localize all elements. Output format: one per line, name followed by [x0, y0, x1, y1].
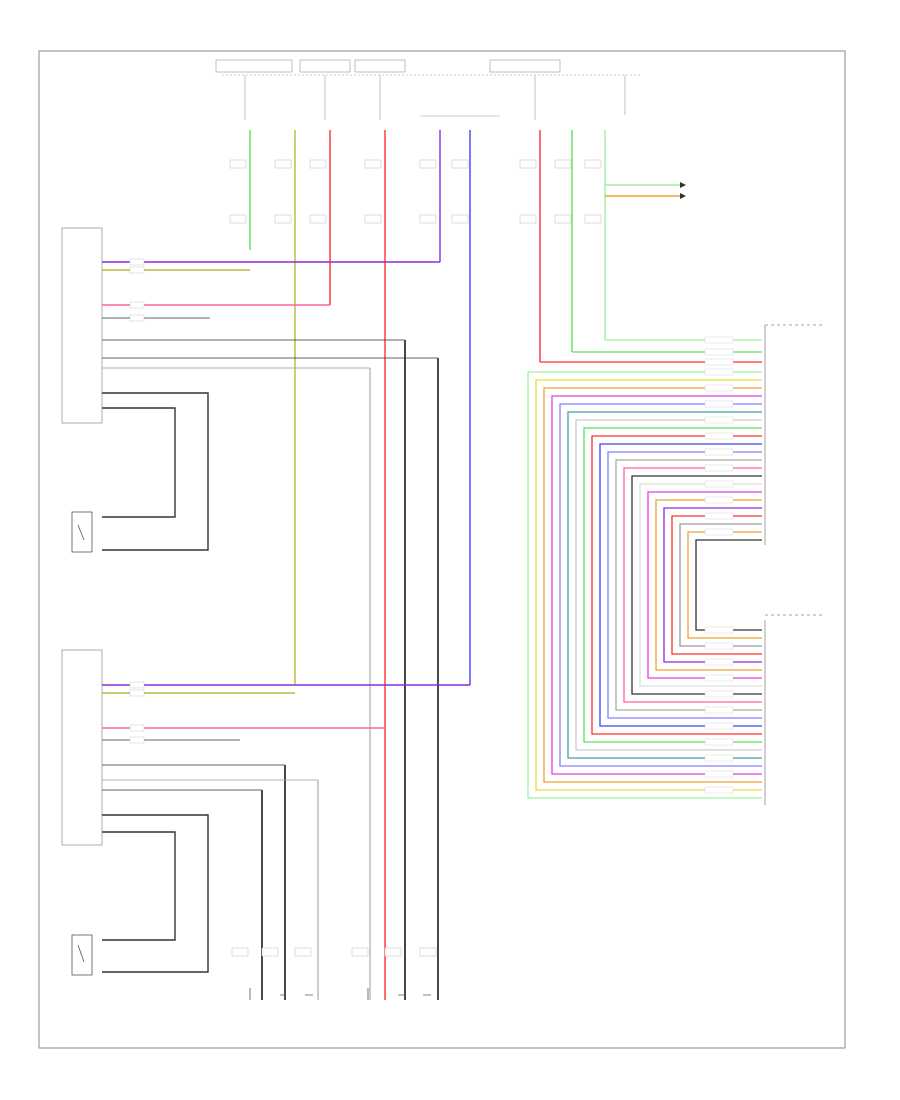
driver-seat-wires: [102, 684, 470, 1000]
diagram-frame: [38, 50, 846, 1049]
passenger-seat-wires: [102, 261, 440, 1000]
passenger-seat-sensor-connector: [351, 947, 437, 957]
top-connectors: [229, 159, 602, 224]
switch-symbol-icon: [71, 511, 93, 553]
switch-symbol-icon: [71, 934, 93, 976]
right-harness-wires: [527, 339, 762, 799]
passenger-seat-switch-module: [61, 227, 103, 424]
inline-connectors: [129, 258, 145, 744]
driver-seat-sensor-connector: [231, 947, 312, 957]
top-vertical-wires: [249, 130, 606, 1000]
driver-seat-switch-module: [61, 649, 103, 846]
right-module-top: [764, 324, 825, 545]
right-harness-labels: [704, 336, 734, 794]
ground-arrow-icon: [249, 988, 431, 1000]
power-supply-group: [215, 59, 640, 120]
right-module-bottom: [764, 614, 825, 805]
connector-arrow-icon: [605, 182, 686, 199]
